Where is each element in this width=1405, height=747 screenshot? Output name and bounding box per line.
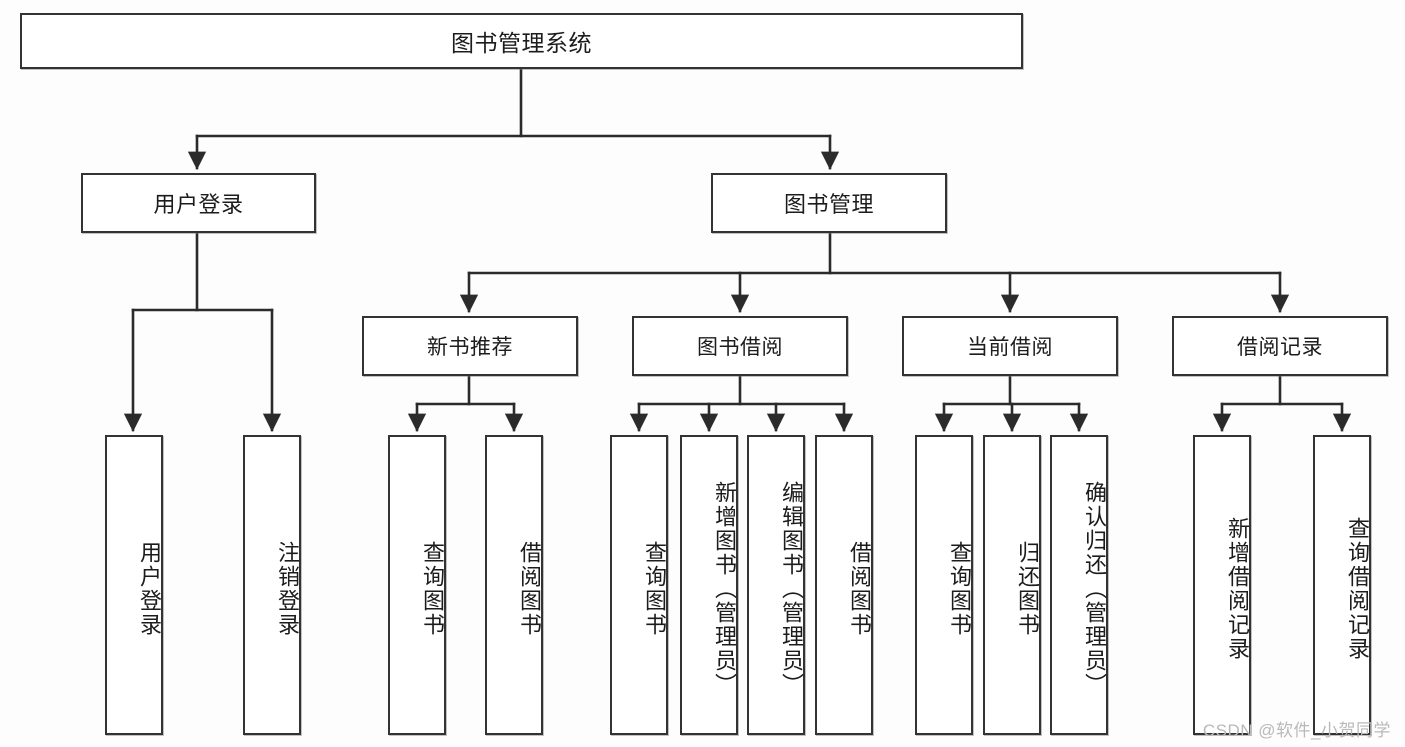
leaf-borrow-book-recommend[interactable]: 借阅图书 <box>485 435 543 735</box>
node-user-login[interactable]: 用户登录 <box>81 173 316 233</box>
leaf-confirm-return-admin[interactable]: 确认归还（管理员） <box>1050 435 1108 735</box>
node-label-book-manage: 图书管理 <box>783 192 874 217</box>
leaf-label-add-record: 新增借阅记录 <box>1225 517 1250 661</box>
leaf-logout[interactable]: 注销登录 <box>243 435 301 735</box>
node-label-current-borrow: 当前借阅 <box>967 336 1053 359</box>
node-root-book-management-system[interactable]: 图书管理系统 <box>20 13 1023 69</box>
node-current-borrow[interactable]: 当前借阅 <box>902 316 1118 376</box>
leaf-query-book-current[interactable]: 查询图书 <box>915 435 973 735</box>
leaf-label-edit-book: 编辑图书（管理员） <box>779 481 804 697</box>
leaf-query-book-borrow[interactable]: 查询图书 <box>610 435 668 735</box>
leaf-edit-book-admin[interactable]: 编辑图书（管理员） <box>747 435 805 735</box>
leaf-add-borrow-record[interactable]: 新增借阅记录 <box>1193 435 1251 735</box>
node-label-root: 图书管理系统 <box>451 30 592 56</box>
csdn-watermark: CSDN @软件_小贺同学 <box>1202 721 1391 740</box>
node-label-borrow-record: 借阅记录 <box>1237 336 1323 359</box>
node-new-book-recommend[interactable]: 新书推荐 <box>362 316 578 376</box>
leaf-label-query-book-3: 查询图书 <box>947 541 972 637</box>
leaf-label-confirm-return: 确认归还（管理员） <box>1082 481 1107 697</box>
leaf-query-borrow-record[interactable]: 查询借阅记录 <box>1313 435 1371 735</box>
leaf-borrow-book[interactable]: 借阅图书 <box>815 435 873 735</box>
leaf-query-book-recommend[interactable]: 查询图书 <box>388 435 446 735</box>
leaf-add-book-admin[interactable]: 新增图书（管理员） <box>680 435 738 735</box>
leaf-user-login[interactable]: 用户登录 <box>105 435 163 735</box>
leaf-label-user-login: 用户登录 <box>137 541 162 637</box>
leaf-label-add-book: 新增图书（管理员） <box>712 481 737 697</box>
node-book-manage[interactable]: 图书管理 <box>711 173 947 233</box>
node-label-book-borrow: 图书借阅 <box>697 336 783 359</box>
node-borrow-record[interactable]: 借阅记录 <box>1172 316 1388 376</box>
leaf-label-return-book: 归还图书 <box>1015 541 1040 637</box>
leaf-label-query-book-1: 查询图书 <box>420 541 445 637</box>
leaf-label-logout: 注销登录 <box>275 541 300 637</box>
leaf-return-book[interactable]: 归还图书 <box>983 435 1041 735</box>
leaf-label-query-book-2: 查询图书 <box>642 541 667 637</box>
node-label-new-book-recommend: 新书推荐 <box>427 336 513 359</box>
node-book-borrow[interactable]: 图书借阅 <box>632 316 848 376</box>
leaf-label-query-record: 查询借阅记录 <box>1345 517 1370 661</box>
leaf-label-borrow-book-2: 借阅图书 <box>847 541 872 637</box>
node-label-user-login: 用户登录 <box>153 192 244 217</box>
leaf-label-borrow-book-1: 借阅图书 <box>517 541 542 637</box>
